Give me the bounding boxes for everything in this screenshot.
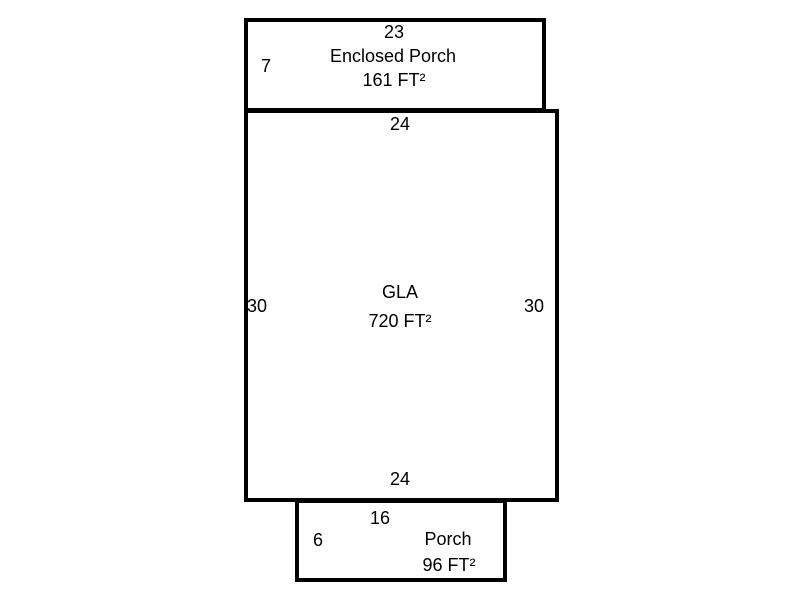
enclosed-porch-left-dimension: 7 xyxy=(260,56,272,76)
gla-right-dimension: 30 xyxy=(523,296,545,316)
gla-bottom-dimension: 24 xyxy=(389,469,411,489)
porch-top-dimension: 16 xyxy=(369,508,391,528)
gla-area: 720 FT² xyxy=(368,311,432,331)
porch-name: Porch xyxy=(424,529,472,549)
porch-left-dimension: 6 xyxy=(312,530,324,550)
gla-left-dimension: 30 xyxy=(246,296,268,316)
gla-top-dimension: 24 xyxy=(389,114,411,134)
gla-name: GLA xyxy=(381,282,419,302)
enclosed-porch-name: Enclosed Porch xyxy=(329,46,457,66)
gla-room xyxy=(244,109,559,502)
enclosed-porch-area: 161 FT² xyxy=(362,70,426,90)
porch-area: 96 FT² xyxy=(422,555,476,575)
enclosed-porch-top-dimension: 23 xyxy=(383,22,405,42)
porch-room xyxy=(295,499,507,582)
